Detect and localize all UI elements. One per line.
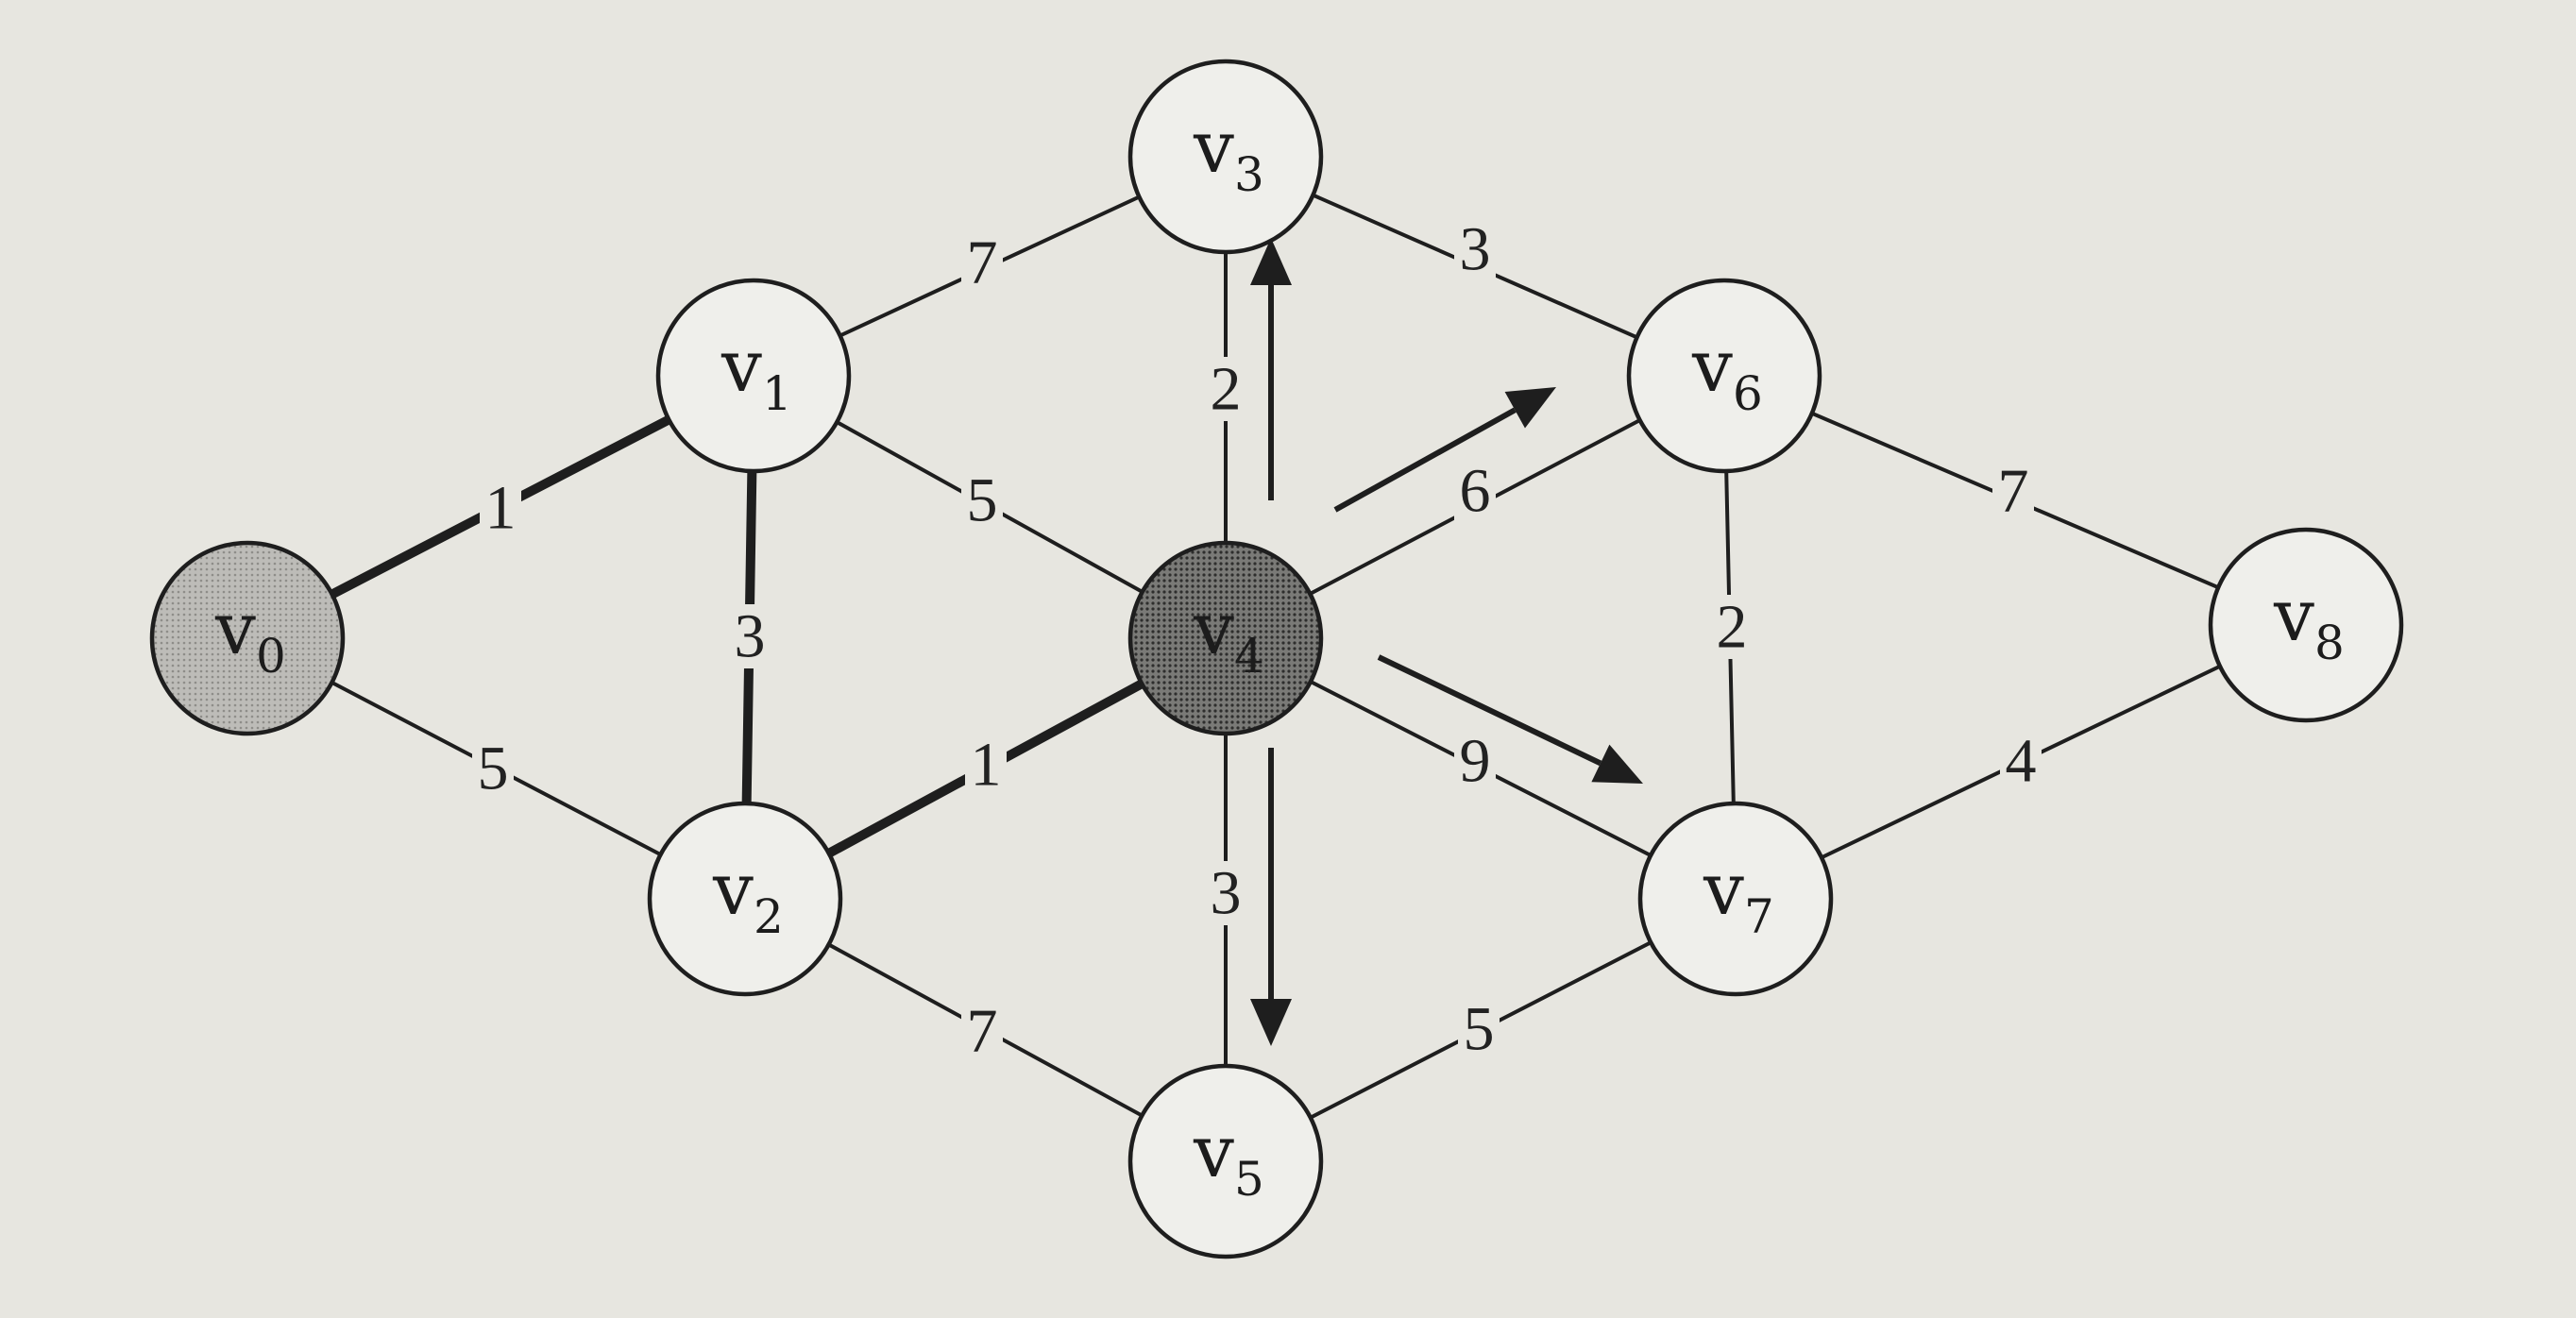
node-v2: v2 bbox=[647, 801, 843, 997]
arrow-shaft-v4-v6 bbox=[1333, 407, 1517, 513]
edge-weight-v4-v5: 3 bbox=[1211, 859, 1242, 928]
node-label-v7: v7 bbox=[1703, 847, 1774, 944]
arrow-layer bbox=[1250, 238, 1643, 1046]
edge-weight-v1-v2: 3 bbox=[735, 602, 766, 671]
arrow-v4-v5 bbox=[1250, 748, 1292, 1046]
node-circle-v2 bbox=[647, 801, 843, 997]
node-subscript-v0: 0 bbox=[256, 629, 286, 684]
node-circle-v3 bbox=[1127, 59, 1324, 255]
node-letter-v0: v bbox=[214, 586, 256, 670]
node-v3: v3 bbox=[1127, 59, 1324, 255]
arrow-head-v4-v3 bbox=[1250, 238, 1292, 285]
edge-weight-v1-v3: 7 bbox=[967, 228, 998, 297]
node-letter-v7: v bbox=[1703, 847, 1744, 931]
node-label-v2: v2 bbox=[712, 847, 784, 944]
node-label-v0: v0 bbox=[214, 586, 286, 684]
arrow-head-v4-v5 bbox=[1250, 999, 1292, 1046]
edge-weight-v6-v8: 7 bbox=[1998, 457, 2029, 526]
edge-weight-v3-v4: 2 bbox=[1211, 355, 1242, 424]
edge-weight-bg-v1-v2 bbox=[729, 604, 771, 668]
edge-weight-bg-v6-v8 bbox=[1992, 459, 2034, 523]
arrow-v4-v6 bbox=[1333, 387, 1556, 513]
edge-weight-bg-v2-v4 bbox=[965, 733, 1007, 797]
edge-weight-bg-v2-v5 bbox=[961, 999, 1003, 1063]
node-circle-v0 bbox=[149, 540, 346, 736]
node-subscript-v4: 4 bbox=[1234, 629, 1264, 684]
node-subscript-v3: 3 bbox=[1234, 147, 1264, 202]
node-subscript-v5: 5 bbox=[1234, 1152, 1264, 1207]
node-v6: v6 bbox=[1626, 278, 1822, 474]
edge-weight-v1-v4: 5 bbox=[967, 466, 998, 535]
node-label-v5: v5 bbox=[1193, 1109, 1264, 1207]
node-circle-v8 bbox=[2208, 527, 2404, 723]
edge-weight-v4-v7: 9 bbox=[1460, 727, 1491, 796]
edge-weight-bg-v4-v7 bbox=[1454, 729, 1496, 793]
node-letter-v2: v bbox=[712, 847, 754, 931]
node-subscript-v1: 1 bbox=[762, 366, 792, 421]
edge-weight-v0-v2: 5 bbox=[478, 735, 509, 803]
edge-weight-bg-v5-v7 bbox=[1458, 997, 1500, 1061]
node-circle-v5 bbox=[1127, 1063, 1324, 1259]
node-v5: v5 bbox=[1127, 1063, 1324, 1259]
node-circle-v1 bbox=[655, 278, 852, 474]
node-label-v1: v1 bbox=[720, 324, 792, 421]
edge-weight-v6-v7: 2 bbox=[1717, 593, 1748, 662]
node-v0: v0 bbox=[149, 540, 346, 736]
node-letter-v1: v bbox=[720, 324, 762, 408]
node-letter-v6: v bbox=[1691, 324, 1733, 408]
arrow-v4-v7 bbox=[1377, 654, 1643, 784]
edge-weight-v0-v1: 1 bbox=[485, 474, 517, 543]
node-v7: v7 bbox=[1637, 801, 1834, 997]
edge-weight-bg-v4-v6 bbox=[1454, 459, 1496, 523]
node-subscript-v2: 2 bbox=[754, 889, 784, 944]
edge-weight-bg-v7-v8 bbox=[2000, 729, 2042, 793]
edge-weight-bg-v1-v4 bbox=[961, 468, 1003, 532]
node-subscript-v8: 8 bbox=[2314, 616, 2345, 670]
node-circle-v7 bbox=[1637, 801, 1834, 997]
node-label-v3: v3 bbox=[1193, 105, 1264, 202]
node-v4: v4 bbox=[1127, 540, 1324, 736]
node-v1: v1 bbox=[655, 278, 852, 474]
edge-weight-v2-v5: 7 bbox=[967, 997, 998, 1066]
node-label-v6: v6 bbox=[1691, 324, 1763, 421]
edge-weight-v2-v4: 1 bbox=[971, 731, 1002, 800]
node-circle-v4 bbox=[1127, 540, 1324, 736]
arrow-shaft-v4-v7 bbox=[1377, 654, 1602, 767]
edge-weight-bg-v6-v7 bbox=[1711, 595, 1753, 659]
arrow-head-v4-v6 bbox=[1504, 387, 1556, 429]
edge-weight-v5-v7: 5 bbox=[1464, 995, 1495, 1064]
edge-weight-v7-v8: 4 bbox=[2006, 727, 2037, 796]
node-circle-v6 bbox=[1626, 278, 1822, 474]
edge-weight-bg-v4-v5 bbox=[1205, 861, 1246, 925]
edge-weight-v4-v6: 6 bbox=[1460, 457, 1491, 526]
arrow-v4-v3 bbox=[1250, 238, 1292, 500]
node-v8: v8 bbox=[2208, 527, 2404, 723]
weight-layer: 1 5 3 7 5 1 7 2 3 3 6 9 5 2 7 4 bbox=[472, 215, 2042, 1066]
edge-weight-bg-v1-v3 bbox=[961, 230, 1003, 295]
node-letter-v3: v bbox=[1193, 105, 1234, 189]
arrow-head-v4-v7 bbox=[1591, 744, 1643, 784]
node-label-v4: v4 bbox=[1193, 586, 1264, 684]
edge-weight-bg-v3-v4 bbox=[1205, 357, 1246, 421]
node-subscript-v7: 7 bbox=[1744, 889, 1774, 944]
edge-weight-v3-v6: 3 bbox=[1460, 215, 1491, 284]
node-label-v8: v8 bbox=[2273, 573, 2345, 670]
node-letter-v4: v bbox=[1193, 586, 1234, 670]
edge-weight-bg-v0-v2 bbox=[472, 736, 514, 801]
edge-weight-bg-v0-v1 bbox=[480, 476, 521, 540]
node-letter-v8: v bbox=[2273, 573, 2314, 657]
edge-weight-bg-v3-v6 bbox=[1454, 217, 1496, 281]
node-subscript-v6: 6 bbox=[1733, 366, 1763, 421]
node-letter-v5: v bbox=[1193, 1109, 1234, 1193]
